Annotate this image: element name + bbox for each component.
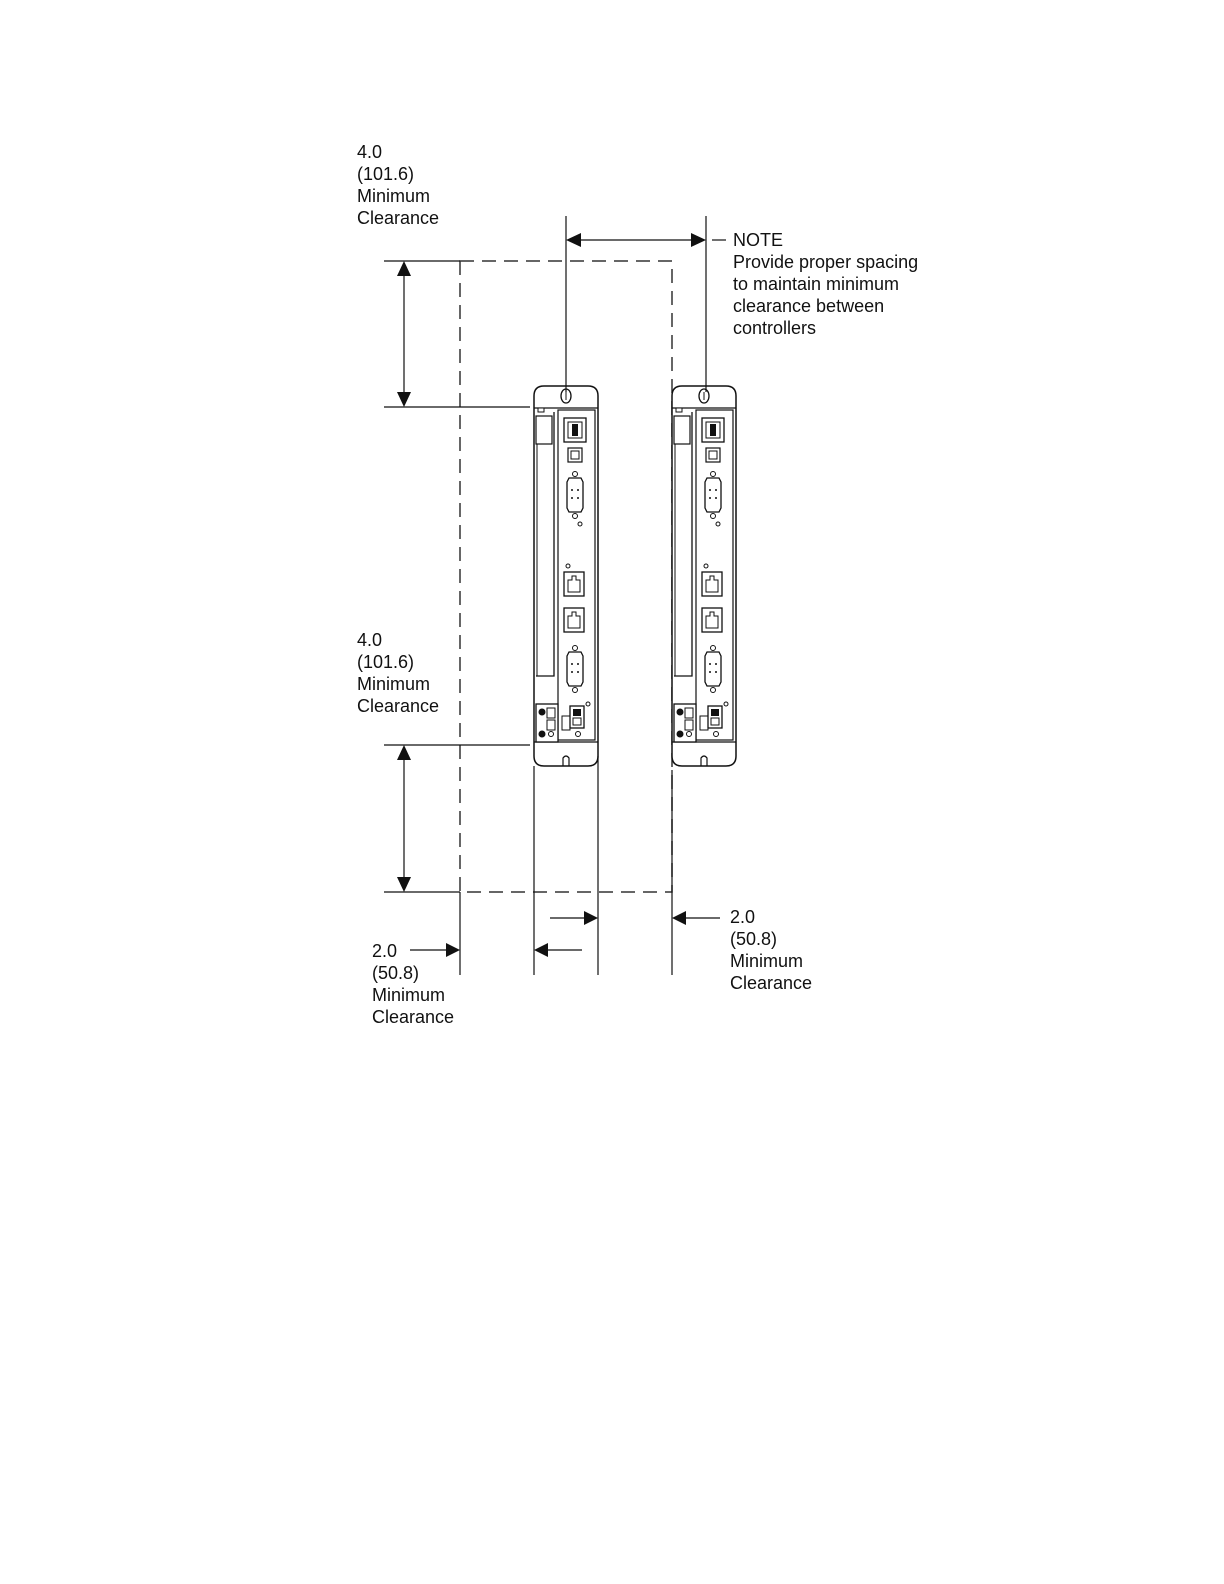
left-clearance-line2: Clearance [372, 1006, 454, 1028]
top-clearance-value: 4.0 [357, 141, 439, 163]
bottom-clearance-label: 4.0 (101.6) Minimum Clearance [357, 629, 439, 717]
right-clearance-arrow [672, 911, 720, 925]
top-clearance-line1: Minimum [357, 185, 439, 207]
bottom-clearance-line2: Clearance [357, 695, 439, 717]
left-clearance-label: 2.0 (50.8) Minimum Clearance [372, 940, 454, 1028]
right-clearance-value: 2.0 [730, 906, 812, 928]
right-clearance-label: 2.0 (50.8) Minimum Clearance [730, 906, 812, 994]
module-width-arrow-right [550, 911, 598, 925]
note-title: NOTE [733, 229, 918, 251]
note-line: controllers [733, 317, 918, 339]
left-clearance-metric: (50.8) [372, 962, 454, 984]
bottom-clearance-dimension [397, 745, 411, 892]
controller-right [672, 386, 736, 766]
right-clearance-line2: Clearance [730, 972, 812, 994]
bottom-clearance-value: 4.0 [357, 629, 439, 651]
bottom-clearance-line1: Minimum [357, 673, 439, 695]
spacing-note: NOTE Provide proper spacing to maintain … [733, 229, 918, 339]
left-clearance-line1: Minimum [372, 984, 454, 1006]
top-clearance-dimension [397, 261, 411, 407]
right-clearance-metric: (50.8) [730, 928, 812, 950]
controller-left [534, 386, 598, 766]
top-clearance-label: 4.0 (101.6) Minimum Clearance [357, 141, 439, 229]
note-line: clearance between [733, 295, 918, 317]
note-line: to maintain minimum [733, 273, 918, 295]
note-line: Provide proper spacing [733, 251, 918, 273]
top-clearance-metric: (101.6) [357, 163, 439, 185]
left-clearance-value: 2.0 [372, 940, 454, 962]
bottom-clearance-metric: (101.6) [357, 651, 439, 673]
top-clearance-line2: Clearance [357, 207, 439, 229]
controller-spacing-dimension [566, 233, 726, 247]
right-clearance-line1: Minimum [730, 950, 812, 972]
module-width-arrow-left [534, 943, 582, 957]
